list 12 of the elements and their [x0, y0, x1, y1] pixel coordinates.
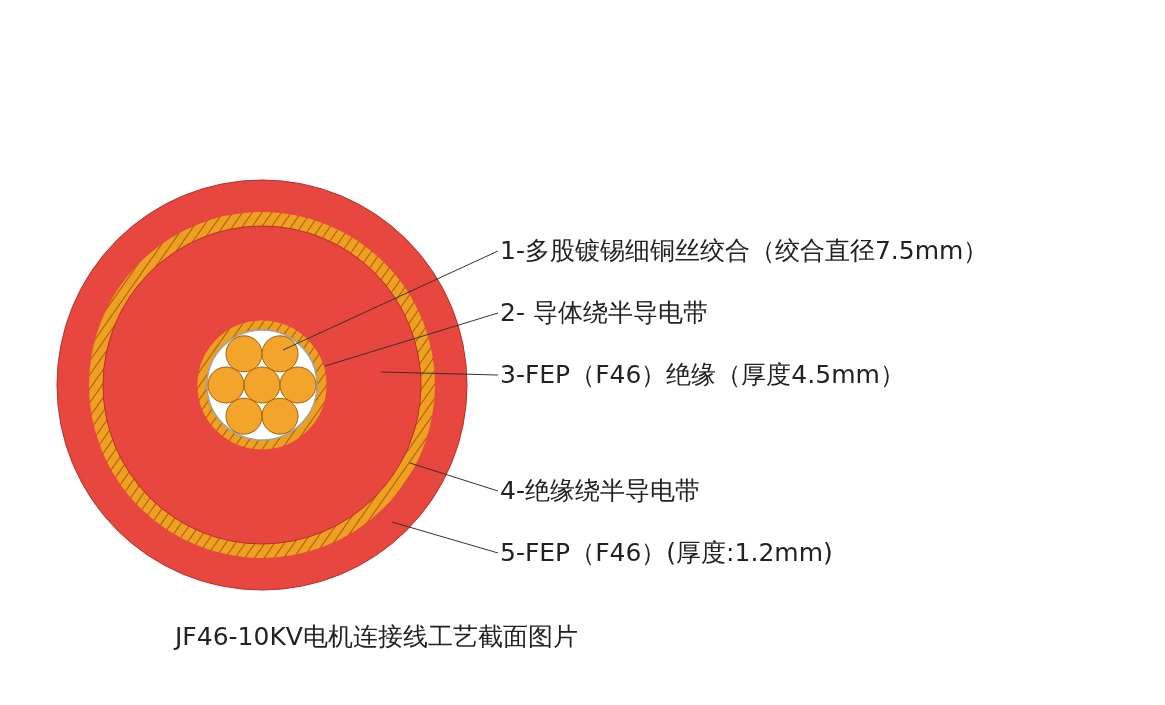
part-label: 5-FEP（F46）(厚度:1.2mm) [500, 538, 833, 568]
leader-line [409, 462, 499, 492]
part-label: 4-绝缘绕半导电带 [500, 476, 700, 506]
part-label: 2- 导体绕半导电带 [500, 298, 708, 328]
part-label: 1-多股镀锡细铜丝绞合（绞合直径7.5mm） [500, 236, 989, 266]
leader-line [324, 312, 499, 367]
leader-line [391, 521, 499, 554]
leader-line [380, 371, 499, 376]
part-label: 3-FEP（F46）绝缘（厚度4.5mm） [500, 360, 905, 390]
conductor-semiconductive-tape-ring [197, 320, 327, 450]
caption: JF46-10KV电机连接线工艺截面图片 [175, 622, 578, 652]
leader-line [282, 250, 499, 351]
